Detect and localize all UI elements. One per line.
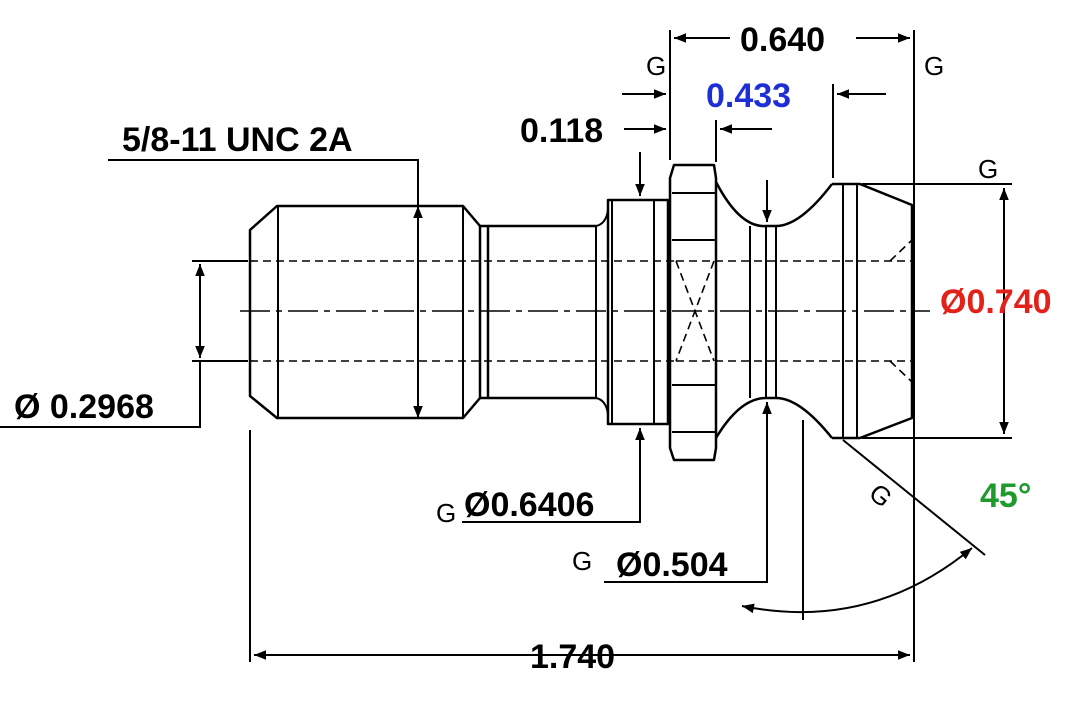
neck-dia-label: Ø0.504 (616, 546, 728, 584)
width-640-label: 0.640 (740, 21, 825, 59)
bore-dia-label: Ø 0.2968 (14, 388, 154, 426)
width-118-label: 0.118 (520, 112, 603, 150)
g-mark: G (436, 498, 456, 528)
g-mark: G (863, 477, 898, 513)
width-433-label: 0.433 (706, 77, 791, 115)
thread-label: 5/8-11 UNC 2A (122, 121, 353, 159)
part-outline (248, 163, 914, 462)
collar-outline (606, 198, 670, 426)
g-mark: G (646, 51, 666, 81)
hex-flange-outline (668, 163, 718, 462)
thread-leader (108, 159, 419, 206)
groove-outline (714, 181, 833, 228)
overall-length-label: 1.740 (530, 638, 615, 676)
angle-label: 45° (980, 477, 1031, 515)
collar-dia-label: Ø0.6406 (464, 486, 594, 524)
g-mark: G (978, 154, 998, 184)
g-mark: G (924, 51, 944, 81)
neck-outline (480, 224, 490, 400)
head-dia-label: Ø0.740 (940, 283, 1052, 321)
angle-arc (741, 547, 973, 614)
g-mark: G (572, 546, 592, 576)
thread-shank-outline (248, 204, 482, 420)
